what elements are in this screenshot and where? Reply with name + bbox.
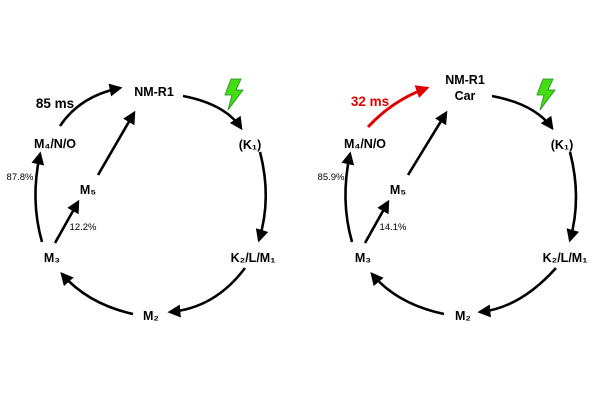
arrow-k2-to-m2 [167,267,247,318]
arrow-m3-to-m5 [363,199,390,244]
state-m2: M₂ [143,309,159,323]
state-m5: M₅ [390,183,406,197]
percent-m5: 12.2% [70,222,97,233]
arrow-m3-to-m4 [341,151,355,243]
left-photocycle: NM-R1 (K₁) K₂/L/M₁ M₂ M₃ M₅ M₄/N/O 85 ms… [7,78,276,323]
arrow-m2-to-m3 [60,272,134,316]
arrow-k2-to-m2 [477,267,557,318]
arrow-m2-to-m3 [370,272,445,316]
state-k2-l-m1: K₂/L/M₁ [231,251,276,265]
arrow-m3-to-m4 [31,151,45,243]
state-k2-l-m1: K₂/L/M₁ [543,251,588,265]
arrow-m4-to-nmr1-highlighted [366,85,430,129]
arrow-m4-to-nmr1 [58,83,123,127]
state-m3: M₃ [44,251,60,265]
percent-m5: 14.1% [380,222,407,233]
right-photocycle: NM-R1 Car (K₁) K₂/L/M₁ M₂ M₃ M₅ M₄/N/O 3… [318,73,588,323]
state-k1: (K₁) [551,138,574,152]
percent-m4: 85.9% [318,172,345,183]
state-car: Car [455,89,476,103]
state-m2: M₂ [455,309,471,323]
arrow-m5-to-nmr1 [96,110,136,176]
lightning-bolt-icon [536,78,556,111]
time-label: 85 ms [36,96,74,111]
arrow-m3-to-m5 [53,199,80,244]
arrow-k1-to-k2 [566,151,580,243]
state-m5: M₅ [80,183,96,197]
state-nmr1: NM-R1 [134,85,174,99]
state-m4-n-o: M₄/N/O [34,137,76,151]
state-m4-n-o: M₄/N/O [344,137,386,151]
state-nmr1: NM-R1 [445,73,485,87]
state-k1: (K₁) [239,138,262,152]
lightning-bolt-icon [224,78,244,111]
time-label-highlighted: 32 ms [351,94,389,109]
state-m3: M₃ [355,251,371,265]
percent-m4: 87.8% [7,172,34,183]
arrow-m5-to-nmr1 [406,110,448,176]
arrow-nmr1-to-k1 [491,94,554,131]
arrow-k1-to-k2 [255,151,269,243]
arrow-nmr1-to-k1 [182,94,243,131]
